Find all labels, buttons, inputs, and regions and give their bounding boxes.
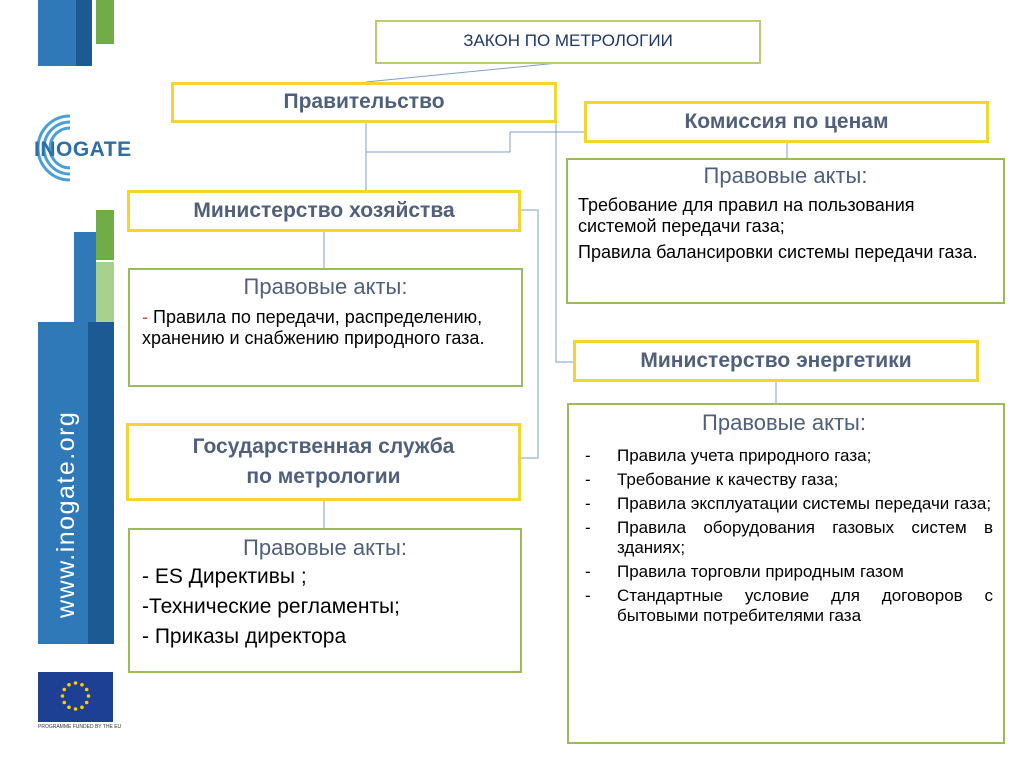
metrology-service-title-line2: по метрологии	[246, 465, 401, 488]
ministry-energy-acts-list: -Правила учета природного газа; -Требова…	[575, 446, 993, 626]
list-item: -Стандартные условие для договоров с быт…	[585, 586, 993, 625]
band-url-panel-dark	[88, 322, 114, 644]
list-item: -Правила учета природного газа;	[585, 446, 872, 465]
law-title: ЗАКОН ПО МЕТРОЛОГИИ	[463, 31, 673, 50]
ministry-economy-act-text: Правила по передачи, распределению, хран…	[142, 307, 485, 348]
ministry-economy-acts-box: Правовые акты: - Правила по передачи, ра…	[128, 268, 523, 387]
ministry-economy-acts-title: Правовые акты:	[243, 274, 408, 299]
government-box: Правительство	[171, 82, 557, 123]
ministry-energy-title: Министерство энергетики	[640, 349, 912, 372]
ministry-energy-box: Министерство энергетики	[573, 340, 979, 382]
inogate-logo-text: INOGATE	[34, 138, 132, 161]
eu-caption: PROGRAMME FUNDED BY THE EU	[38, 724, 122, 730]
band-blue-top	[38, 0, 76, 66]
metrology-service-act-3: - Приказы директора	[142, 625, 347, 648]
price-commission-act-2: Правила балансировки системы передачи га…	[578, 242, 978, 262]
band-blue-top-dark	[76, 0, 92, 66]
price-commission-box: Комиссия по ценам	[584, 101, 989, 143]
price-commission-title: Комиссия по ценам	[684, 110, 889, 133]
metrology-service-title-line1: Государственная служба	[192, 435, 455, 458]
list-item: -Правила оборудования газовых систем в з…	[585, 518, 993, 557]
metrology-service-box: Государственная служба по метрологии	[126, 423, 521, 501]
government-title: Правительство	[283, 90, 445, 113]
band-blue-mid	[74, 232, 96, 322]
ministry-economy-title: Министерство хозяйства	[193, 199, 455, 222]
inogate-logo-rings-icon	[36, 114, 71, 182]
ministry-energy-acts-box: Правовые акты: -Правила учета природного…	[567, 403, 1005, 744]
law-box: ЗАКОН ПО МЕТРОЛОГИИ	[375, 20, 761, 64]
list-item: -Требование к качеству газа;	[585, 470, 839, 489]
metrology-service-acts-title: Правовые акты:	[243, 535, 407, 560]
eu-flag	[38, 672, 113, 722]
metrology-service-act-2: -Технические регламенты;	[142, 595, 400, 618]
band-green-mid	[96, 210, 114, 260]
list-item: - Правила торговли природным газом	[585, 562, 904, 581]
ministry-energy-acts-title: Правовые акты:	[702, 410, 866, 435]
metrology-service-acts-box: Правовые акты: - ES Директивы ; -Техниче…	[128, 528, 522, 673]
ministry-economy-box: Министерство хозяйства	[127, 190, 521, 232]
price-commission-acts-title: Правовые акты:	[703, 163, 868, 188]
band-green-mid2	[96, 262, 114, 322]
band-green-top	[96, 0, 114, 44]
list-item: -Правила эксплуатации системы передачи г…	[585, 494, 992, 513]
price-commission-acts-box: Правовые акты: Требование для правил на …	[566, 158, 1005, 304]
ministry-economy-act-dash: -	[142, 307, 148, 327]
ministry-economy-act: - Правила по передачи, распределению, хр…	[142, 307, 509, 349]
price-commission-act-1: Требование для правил на пользования сис…	[578, 195, 915, 236]
metrology-service-act-1: - ES Директивы ;	[142, 565, 307, 588]
eu-stars-icon	[60, 681, 91, 711]
